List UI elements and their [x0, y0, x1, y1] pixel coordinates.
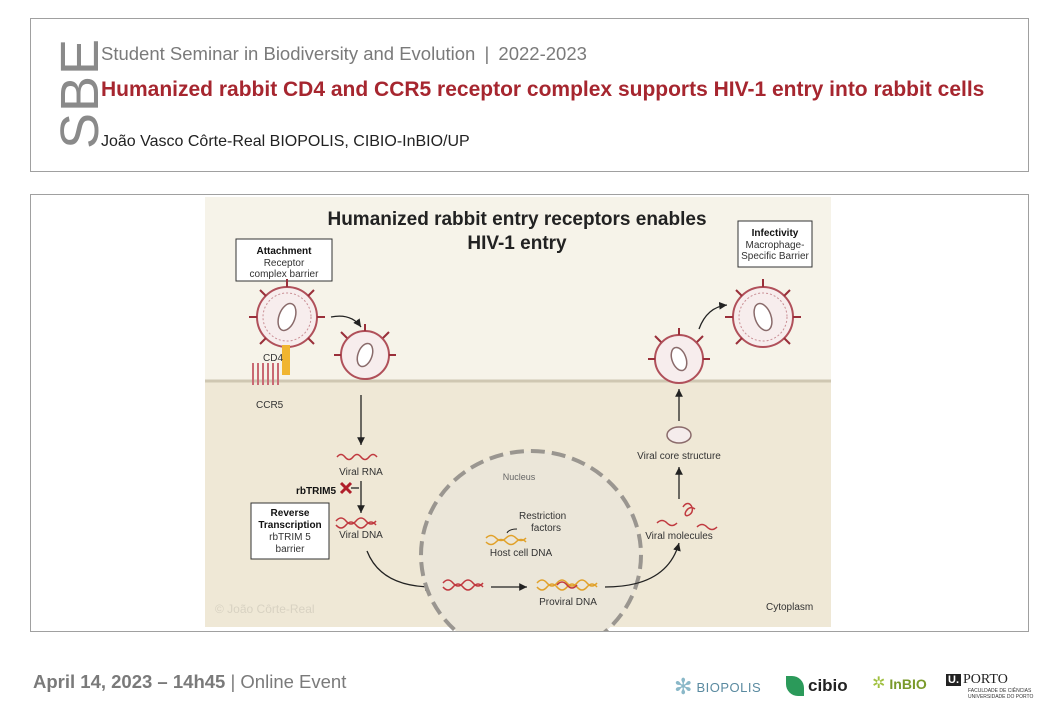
hiv-virion-budding	[648, 328, 710, 384]
faculty-text: FACULDADE DE CIÊNCIAS	[968, 688, 1032, 694]
event-separator: |	[230, 671, 236, 692]
cibio-logo: cibio	[786, 676, 848, 696]
series-name: Student Seminar in Biodiversity and Evol…	[101, 43, 476, 64]
copyright-watermark: © João Côrte-Real	[215, 602, 315, 616]
figure-title-line1: Humanized rabbit entry receptors enables	[327, 209, 706, 230]
viral-core-label: Viral core structure	[637, 451, 721, 462]
hiv-entry-diagram: Humanized rabbit entry receptors enables…	[205, 197, 831, 631]
infectivity-line1: Macrophage-	[746, 240, 805, 251]
ccr5-receptor	[252, 363, 279, 385]
inbio-logo: ✲ InBIO	[872, 675, 927, 693]
series-separator: |	[484, 43, 490, 64]
event-info: April 14, 2023 – 14h45 | Online Event	[33, 671, 346, 693]
cytoplasm-label: Cytoplasm	[766, 602, 813, 613]
restriction-line2: factors	[531, 523, 561, 534]
attachment-line2: complex barrier	[250, 269, 320, 280]
uporto-u: U.	[946, 674, 961, 686]
header-box: SBE Student Seminar in Biodiversity and …	[30, 18, 1029, 172]
uporto-logo: U. PORTO FACULDADE DE CIÊNCIAS UNIVERSID…	[946, 672, 1033, 700]
restriction-x-icon	[339, 481, 353, 495]
integrating-dna-strand	[442, 579, 484, 591]
arrow-release	[698, 301, 728, 330]
rbtrim5-label: rbTRIM5	[296, 486, 336, 497]
viral-rna-label: Viral RNA	[339, 467, 383, 478]
attachment-box	[235, 238, 333, 282]
cibio-text: cibio	[808, 676, 848, 695]
figure-box: Humanized rabbit entry receptors enables…	[30, 194, 1029, 632]
restriction-pointer	[506, 528, 518, 534]
hiv-virion-fusing	[334, 324, 396, 380]
arrow-to-nucleus	[366, 550, 434, 591]
rt-line2: Transcription	[258, 520, 321, 531]
figure-title-line2: HIV-1 entry	[467, 233, 567, 254]
inbio-icon: ✲	[872, 675, 886, 692]
author-affiliation: João Vasco Côrte-Real BIOPOLIS, CIBIO-In…	[101, 133, 470, 150]
event-type: Online Event	[240, 671, 347, 692]
host-dna-label: Host cell DNA	[490, 548, 553, 559]
cd4-label: CD4	[263, 353, 283, 364]
viral-molecules-icon	[656, 502, 718, 531]
viral-molecules-label: Viral molecules	[645, 531, 713, 542]
ccr5-label: CCR5	[256, 400, 284, 411]
arrow-attach	[330, 315, 362, 328]
host-cell-dna-strand	[485, 534, 527, 546]
viral-core-icon	[666, 426, 692, 444]
rt-line1: Reverse	[271, 508, 310, 519]
nucleus-label: Nucleus	[503, 472, 536, 482]
series-year: 2022-2023	[498, 43, 587, 64]
biopolis-text: BIOPOLIS	[696, 679, 762, 695]
cd4-receptor	[282, 345, 290, 375]
viral-dna-strand	[335, 517, 377, 529]
restriction-line1: Restriction	[519, 511, 566, 522]
biopolis-logo: ✻ BIOPOLIS	[674, 676, 761, 698]
rt-line3: rbTRIM 5	[269, 532, 311, 543]
seminar-series: Student Seminar in Biodiversity and Evol…	[101, 43, 587, 65]
viral-rna-strand	[336, 453, 378, 461]
proviral-dna-label: Proviral DNA	[539, 597, 597, 608]
attachment-line1: Receptor	[264, 258, 305, 269]
university-text: UNIVERSIDADE DO PORTO	[968, 694, 1034, 700]
infectivity-box	[737, 220, 813, 268]
event-date: April 14, 2023 – 14h45	[33, 671, 226, 692]
infectivity-line2: Specific Barrier	[741, 251, 809, 262]
hiv-virion-attaching	[249, 279, 325, 348]
hiv-virion-mature	[725, 279, 801, 348]
uporto-text: PORTO	[963, 672, 1008, 687]
talk-title: Humanized rabbit CD4 and CCR5 receptor c…	[101, 78, 985, 101]
leaf-icon	[786, 676, 804, 696]
biopolis-icon: ✻	[674, 674, 693, 699]
arrow-to-molecules	[604, 542, 681, 588]
reverse-transcription-box	[250, 502, 330, 560]
infectivity-title: Infectivity	[752, 228, 799, 239]
viral-dna-label: Viral DNA	[339, 530, 383, 541]
inbio-text: InBIO	[889, 676, 927, 692]
attachment-title: Attachment	[256, 246, 312, 257]
rt-line4: barrier	[276, 544, 306, 555]
proviral-dna-strand	[536, 579, 598, 591]
